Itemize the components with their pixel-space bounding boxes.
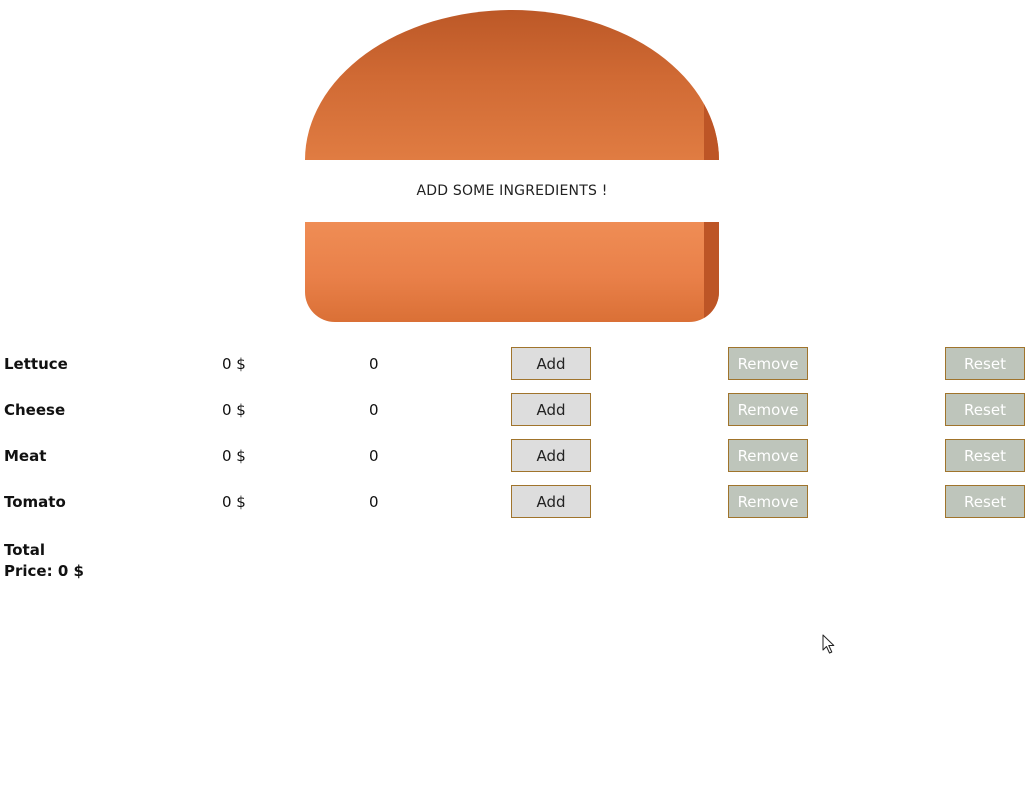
ingredient-row-cheese: Cheese 0 $ 0 Add Remove Reset	[0, 393, 1029, 439]
ingredient-row-meat: Meat 0 $ 0 Add Remove Reset	[0, 439, 1029, 485]
ingredient-row-tomato: Tomato 0 $ 0 Add Remove Reset	[0, 485, 1029, 531]
ingredient-label: Tomato	[4, 493, 66, 511]
burger-empty-message: ADD SOME INGREDIENTS !	[305, 160, 719, 222]
ingredient-count: 0	[369, 447, 379, 465]
ingredient-count: 0	[369, 355, 379, 373]
ingredient-controls: Lettuce 0 $ 0 Add Remove Reset Cheese 0 …	[0, 347, 1029, 531]
add-tomato-button[interactable]: Add	[511, 485, 591, 518]
ingredient-price: 0 $	[222, 401, 246, 419]
total-price-value: Price: 0 $	[4, 562, 84, 580]
add-lettuce-button[interactable]: Add	[511, 347, 591, 380]
burger-preview: ADD SOME INGREDIENTS !	[305, 10, 719, 322]
remove-cheese-button[interactable]: Remove	[728, 393, 808, 426]
total-price: Total Price: 0 $	[4, 540, 84, 582]
total-label: Total	[4, 541, 45, 559]
ingredient-count: 0	[369, 401, 379, 419]
add-cheese-button[interactable]: Add	[511, 393, 591, 426]
bun-top	[305, 10, 719, 160]
remove-meat-button[interactable]: Remove	[728, 439, 808, 472]
ingredient-price: 0 $	[222, 447, 246, 465]
ingredient-price: 0 $	[222, 355, 246, 373]
reset-meat-button[interactable]: Reset	[945, 439, 1025, 472]
add-meat-button[interactable]: Add	[511, 439, 591, 472]
reset-lettuce-button[interactable]: Reset	[945, 347, 1025, 380]
reset-tomato-button[interactable]: Reset	[945, 485, 1025, 518]
ingredient-label: Cheese	[4, 401, 66, 419]
remove-lettuce-button[interactable]: Remove	[728, 347, 808, 380]
ingredient-label: Meat	[4, 447, 47, 465]
reset-cheese-button[interactable]: Reset	[945, 393, 1025, 426]
ingredient-label: Lettuce	[4, 355, 68, 373]
remove-tomato-button[interactable]: Remove	[728, 485, 808, 518]
ingredient-price: 0 $	[222, 493, 246, 511]
ingredient-row-lettuce: Lettuce 0 $ 0 Add Remove Reset	[0, 347, 1029, 393]
bun-bottom	[305, 222, 719, 322]
ingredient-count: 0	[369, 493, 379, 511]
mouse-pointer-icon	[822, 634, 835, 654]
